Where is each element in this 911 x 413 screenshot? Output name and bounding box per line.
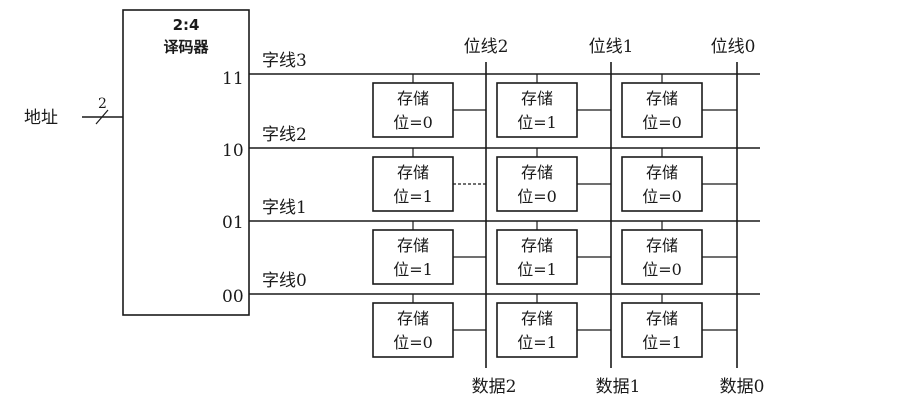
cell-box [372, 229, 454, 285]
output-code: 10 [222, 141, 244, 161]
cell-box [496, 302, 578, 358]
cell-bit-value: 位=1 [642, 333, 682, 352]
output-code: 01 [222, 213, 244, 233]
cell-bit-value: 位=0 [642, 187, 682, 206]
cell-title: 存储 [646, 309, 678, 328]
memory-cell: 存储位=1 [496, 294, 611, 358]
cell-bit-value: 位=0 [393, 113, 433, 132]
cell-box [496, 156, 578, 212]
data-line-label: 数据0 [720, 377, 765, 397]
output-code: 00 [222, 287, 244, 307]
cell-bit-value: 位=1 [393, 260, 433, 279]
cell-bit-value: 位=1 [393, 187, 433, 206]
cell-box [621, 82, 703, 138]
cell-title: 存储 [521, 163, 553, 182]
cell-title: 存储 [646, 163, 678, 182]
cell-bit-value: 位=0 [393, 333, 433, 352]
cell-bit-value: 位=1 [517, 333, 557, 352]
memory-cell: 存储位=1 [372, 221, 486, 285]
cell-box [372, 82, 454, 138]
cell-title: 存储 [397, 236, 429, 255]
cell-box [496, 229, 578, 285]
data-line-label: 数据2 [472, 377, 517, 397]
cell-box [621, 156, 703, 212]
memory-cell: 存储位=0 [621, 221, 737, 285]
memory-cell: 存储位=1 [372, 148, 486, 212]
cell-title: 存储 [397, 89, 429, 108]
memory-cell: 存储位=1 [496, 221, 611, 285]
address-label: 地址 [24, 108, 58, 128]
cell-title: 存储 [646, 236, 678, 255]
cell-bit-value: 位=1 [517, 113, 557, 132]
data-line-label: 数据1 [596, 377, 641, 397]
memory-cell: 存储位=0 [621, 148, 737, 212]
cell-box [372, 156, 454, 212]
word-line-label: 字线3 [262, 51, 307, 71]
address-bus-width: 2 [98, 96, 107, 112]
cell-title: 存储 [521, 309, 553, 328]
decoder-output-codes: 11 10 01 00 [222, 69, 244, 307]
word-line-label: 字线1 [262, 198, 307, 218]
decoder-block: 2:4 译码器 [122, 9, 250, 316]
cell-title: 存储 [521, 236, 553, 255]
memory-cell: 存储位=0 [621, 74, 737, 138]
bit-line-label: 位线2 [464, 37, 509, 57]
bit-line-label: 位线1 [589, 37, 634, 57]
word-line-label: 字线2 [262, 125, 307, 145]
memory-cell-grid: 存储位=0存储位=1存储位=0存储位=1存储位=0存储位=0存储位=1存储位=1… [372, 74, 737, 358]
cell-title: 存储 [521, 89, 553, 108]
bit-line-label: 位线0 [711, 37, 756, 57]
cell-box [621, 302, 703, 358]
word-line-label: 字线0 [262, 271, 307, 291]
memory-cell: 存储位=0 [372, 294, 486, 358]
cell-bit-value: 位=0 [517, 187, 557, 206]
cell-box [496, 82, 578, 138]
decoder-box [122, 9, 250, 316]
cell-box [621, 229, 703, 285]
cell-bit-value: 位=1 [517, 260, 557, 279]
output-code: 11 [222, 69, 244, 89]
cell-title: 存储 [397, 163, 429, 182]
cell-box [372, 302, 454, 358]
memory-cell: 存储位=1 [621, 294, 737, 358]
address-bus-slash [95, 109, 109, 125]
cell-bit-value: 位=0 [642, 260, 682, 279]
word-lines: 字线3 字线2 字线1 字线0 [249, 51, 760, 295]
decoder-name: 译码器 [163, 38, 209, 56]
cell-bit-value: 位=0 [642, 113, 682, 132]
cell-title: 存储 [646, 89, 678, 108]
cell-title: 存储 [397, 309, 429, 328]
bit-lines: 位线2 位线1 位线0 数据2 数据1 数据0 [464, 37, 765, 397]
decoder-ratio: 2:4 [173, 16, 200, 34]
memory-cell: 存储位=0 [372, 74, 486, 138]
memory-cell: 存储位=0 [496, 148, 611, 212]
memory-cell: 存储位=1 [496, 74, 611, 138]
address-input: 地址 2 [24, 96, 123, 128]
